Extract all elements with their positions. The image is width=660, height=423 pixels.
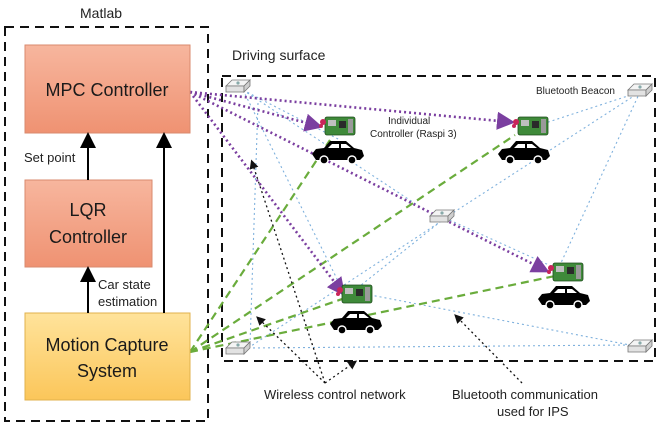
- mpc-controller-label: MPC Controller: [45, 80, 168, 100]
- motion-capture-box: Motion Capture System: [24, 312, 191, 401]
- driving-surface-label: Driving surface: [232, 47, 326, 63]
- car-state-line1: Car state: [98, 277, 151, 292]
- bluetooth-comm-line2: used for IPS: [497, 404, 569, 419]
- mpc-controller-box: MPC Controller: [24, 44, 191, 134]
- motion-capture-line1: Motion Capture: [45, 335, 168, 355]
- control-links: [188, 90, 550, 297]
- bluetooth-beacon-icon: [225, 79, 251, 93]
- car-icon: [311, 140, 365, 165]
- matlab-label: Matlab: [80, 5, 122, 21]
- annotation-arrows: [249, 159, 523, 384]
- lqr-controller-box: LQR Controller: [24, 179, 153, 268]
- lqr-controller-line2: Controller: [49, 227, 127, 247]
- internal-arrows: [80, 132, 172, 313]
- car-icon: [537, 285, 591, 310]
- set-point-label: Set point: [24, 150, 76, 165]
- bluetooth-beacon-icon: [627, 83, 653, 97]
- lqr-controller-line1: LQR: [69, 200, 106, 220]
- raspberry-pi-icon: [511, 116, 549, 136]
- individual-controller-line1: Individual: [388, 116, 430, 127]
- bluetooth-comm-line1: Bluetooth communication: [452, 387, 598, 402]
- matlab-region: [4, 26, 209, 422]
- bluetooth-beacon-label: Bluetooth Beacon: [536, 86, 615, 97]
- car-state-line2: estimation: [98, 294, 157, 309]
- car-icon: [497, 140, 551, 165]
- motion-capture-line2: System: [77, 361, 137, 381]
- wireless-network-label: Wireless control network: [264, 387, 406, 402]
- driving-surface-region: [221, 75, 656, 362]
- individual-controller-line2: Controller (Raspi 3): [370, 129, 457, 140]
- mocap-links: [189, 134, 561, 354]
- bluetooth-beacon-icon: [627, 339, 653, 353]
- raspberry-pi-icon: [546, 262, 584, 282]
